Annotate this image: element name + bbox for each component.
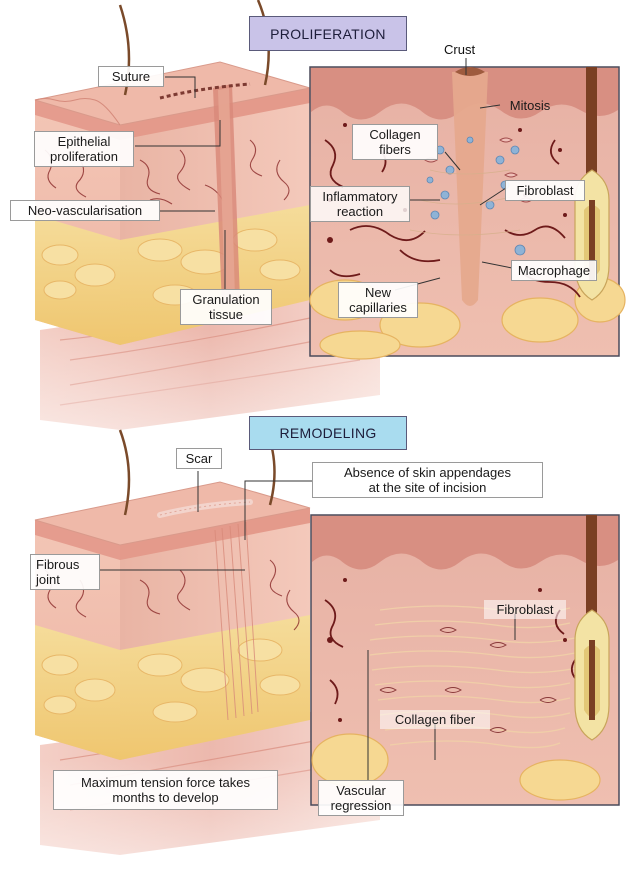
collagen-fibers-label: Collagen fibers <box>352 124 438 160</box>
remodeling-inset <box>311 515 619 805</box>
fibroblast-label-bottom: Fibroblast <box>484 600 566 619</box>
proliferation-title: PROLIFERATION <box>249 16 407 51</box>
fibroblast-label-top: Fibroblast <box>505 180 585 201</box>
new-capillaries-label: New capillaries <box>338 282 418 318</box>
maximum-tension-label: Maximum tension force takes months to de… <box>53 770 278 810</box>
suture-label: Suture <box>98 66 164 87</box>
macrophage-label: Macrophage <box>511 260 597 281</box>
epithelial-proliferation-label: Epithelial proliferation <box>34 131 134 167</box>
mitosis-label: Mitosis <box>499 96 561 115</box>
crust-label: Crust <box>444 42 475 57</box>
scar-label: Scar <box>176 448 222 469</box>
remodeling-title: REMODELING <box>249 416 407 450</box>
granulation-tissue-label: Granulation tissue <box>180 289 272 325</box>
collagen-fiber-label: Collagen fiber <box>380 710 490 729</box>
inflammatory-reaction-label: Inflammatory reaction <box>310 186 410 222</box>
neovascularisation-label: Neo-vascularisation <box>10 200 160 221</box>
fibrous-joint-label: Fibrous joint <box>30 554 100 590</box>
vascular-regression-label: Vascular regression <box>318 780 404 816</box>
absence-of-appendages-label: Absence of skin appendages at the site o… <box>312 462 543 498</box>
